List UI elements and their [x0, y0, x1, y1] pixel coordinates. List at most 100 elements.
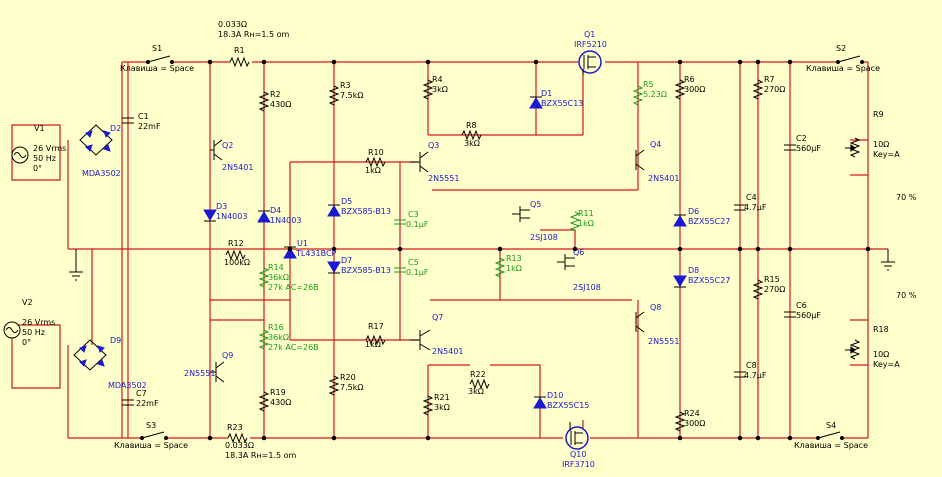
u1-label: U1	[297, 239, 308, 248]
resistor-r14-symbol	[258, 267, 270, 288]
resistor-r4-symbol	[422, 79, 434, 100]
r24-value-label: 300Ω	[684, 419, 705, 428]
v1-label: V1	[34, 124, 45, 133]
s3-label: S3	[146, 421, 156, 430]
q3-label: Q3	[428, 141, 439, 150]
r24-label: R24	[684, 409, 700, 418]
q7-part-label: 2N5401	[432, 347, 463, 356]
r2-value-label: 430Ω	[270, 100, 291, 109]
q8-part-label: 2N5551	[648, 337, 679, 346]
r4-label: R4	[432, 75, 443, 84]
r7-value-label: 270Ω	[764, 85, 785, 94]
q9-part-label: 2N5551	[184, 369, 215, 378]
d10-part-label: BZX55C15	[547, 401, 589, 410]
junctions	[207, 59, 871, 441]
zener-d1-symbol	[529, 96, 543, 109]
d2-label: D2	[110, 124, 121, 133]
r1-label: R1	[234, 46, 245, 55]
v1-voltage-label: 26 Vrms	[33, 144, 66, 153]
r9-key-label: Key=A	[873, 150, 900, 159]
r12-label: R12	[228, 239, 244, 248]
zener-d10-symbol	[533, 396, 547, 409]
r14-setting-label: 27k AC=26B	[268, 283, 319, 292]
r17-label: R17	[368, 322, 384, 331]
r13-value-label: 1kΩ	[506, 264, 522, 273]
c2-label: C2	[796, 134, 807, 143]
d8-label: D8	[688, 266, 699, 275]
mosfet-q10-symbol	[565, 422, 589, 450]
resistor-r1-symbol	[229, 56, 250, 68]
labels: 0.033Ω 18.3A Rн=1.5 om R1 S1 Клавиша = S…	[22, 20, 917, 469]
v2-phase-label: 0°	[22, 338, 31, 347]
r3-label: R3	[340, 81, 351, 90]
r16-value-label: 36kΩ	[268, 333, 289, 342]
resistor-r8-symbol	[461, 129, 482, 141]
diode-d3-symbol	[203, 209, 217, 222]
r14-value-label: 36kΩ	[268, 273, 289, 282]
capacitor-c1-symbol	[122, 117, 134, 124]
r13-label: R13	[506, 254, 522, 263]
r18-label: R18	[873, 325, 889, 334]
bjt-q2-symbol	[210, 139, 223, 161]
s2-key-label: Клавиша = Space	[806, 64, 880, 73]
switch-s2	[836, 55, 864, 64]
pot-r18-symbol	[845, 339, 861, 360]
v2-label: V2	[22, 298, 33, 307]
d7-label: D7	[341, 256, 352, 265]
resistor-r17-symbol	[365, 334, 386, 346]
d6-part-label: BZX55C27	[688, 217, 730, 226]
r1-current-label: 18.3A Rн=1.5 om	[218, 30, 289, 39]
d1-part-label: BZX55C13	[541, 99, 583, 108]
r19-value-label: 430Ω	[270, 398, 291, 407]
c3-label: C3	[408, 210, 419, 219]
c7-label: C7	[136, 389, 147, 398]
q2-label: Q2	[222, 141, 233, 150]
resistor-r24-symbol	[674, 411, 686, 432]
d5-label: D5	[341, 197, 352, 206]
q6-part-label: 2SJ108	[573, 283, 601, 292]
q1-part-label: IRF5210	[574, 40, 607, 49]
r5-value-label: 5.23Ω	[643, 90, 667, 99]
resistor-r21-symbol	[422, 395, 434, 416]
capacitor-c5-symbol	[394, 267, 406, 273]
bjt-q9-symbol	[210, 361, 225, 383]
r12-value-label: 100kΩ	[224, 258, 250, 267]
resistor-r2-symbol	[258, 91, 270, 112]
switch-s1	[146, 55, 174, 64]
r15-label: R15	[764, 275, 780, 284]
capacitor-c7-symbol	[122, 399, 134, 406]
d9-label: D9	[110, 336, 121, 345]
r1-resistance-label: 0.033Ω	[218, 20, 247, 29]
capacitor-c6-symbol	[784, 311, 796, 318]
r16-label: R16	[268, 323, 284, 332]
q10-label: Q10	[570, 450, 586, 459]
s1-label: S1	[152, 44, 162, 53]
mosfet-q1-symbol	[578, 50, 602, 75]
v1-frequency-label: 50 Hz	[33, 154, 56, 163]
q1-label: Q1	[584, 30, 595, 39]
switch-s4	[816, 431, 844, 440]
bjt-q7-symbol	[410, 329, 431, 351]
d8-part-label: BZX55C27	[688, 276, 730, 285]
r6-label: R6	[684, 75, 695, 84]
s4-key-label: Клавиша = Space	[794, 441, 868, 450]
q3-part-label: 2N5551	[428, 174, 459, 183]
c3-value-label: 0.1µF	[406, 220, 429, 229]
q5-part-label: 2SJ108	[530, 233, 558, 242]
resistor-r15-symbol	[752, 279, 764, 300]
jfet-q6-symbol	[557, 254, 575, 270]
c7-value-label: 22mF	[136, 399, 159, 408]
d3-label: D3	[216, 202, 227, 211]
ground-symbol-left	[69, 249, 83, 281]
r9-percent-label: 70 %	[896, 193, 917, 202]
r19-label: R19	[270, 388, 286, 397]
d7-part-label: BZX585-B13	[341, 266, 391, 275]
resistor-r10-symbol	[365, 156, 386, 168]
zener-d5-symbol	[327, 204, 341, 217]
resistor-r19-symbol	[258, 391, 270, 412]
r22-label: R22	[470, 370, 486, 379]
bjt-q4-symbol	[635, 149, 645, 171]
r9-label: R9	[873, 110, 884, 119]
r10-value-label: 1kΩ	[365, 166, 381, 175]
